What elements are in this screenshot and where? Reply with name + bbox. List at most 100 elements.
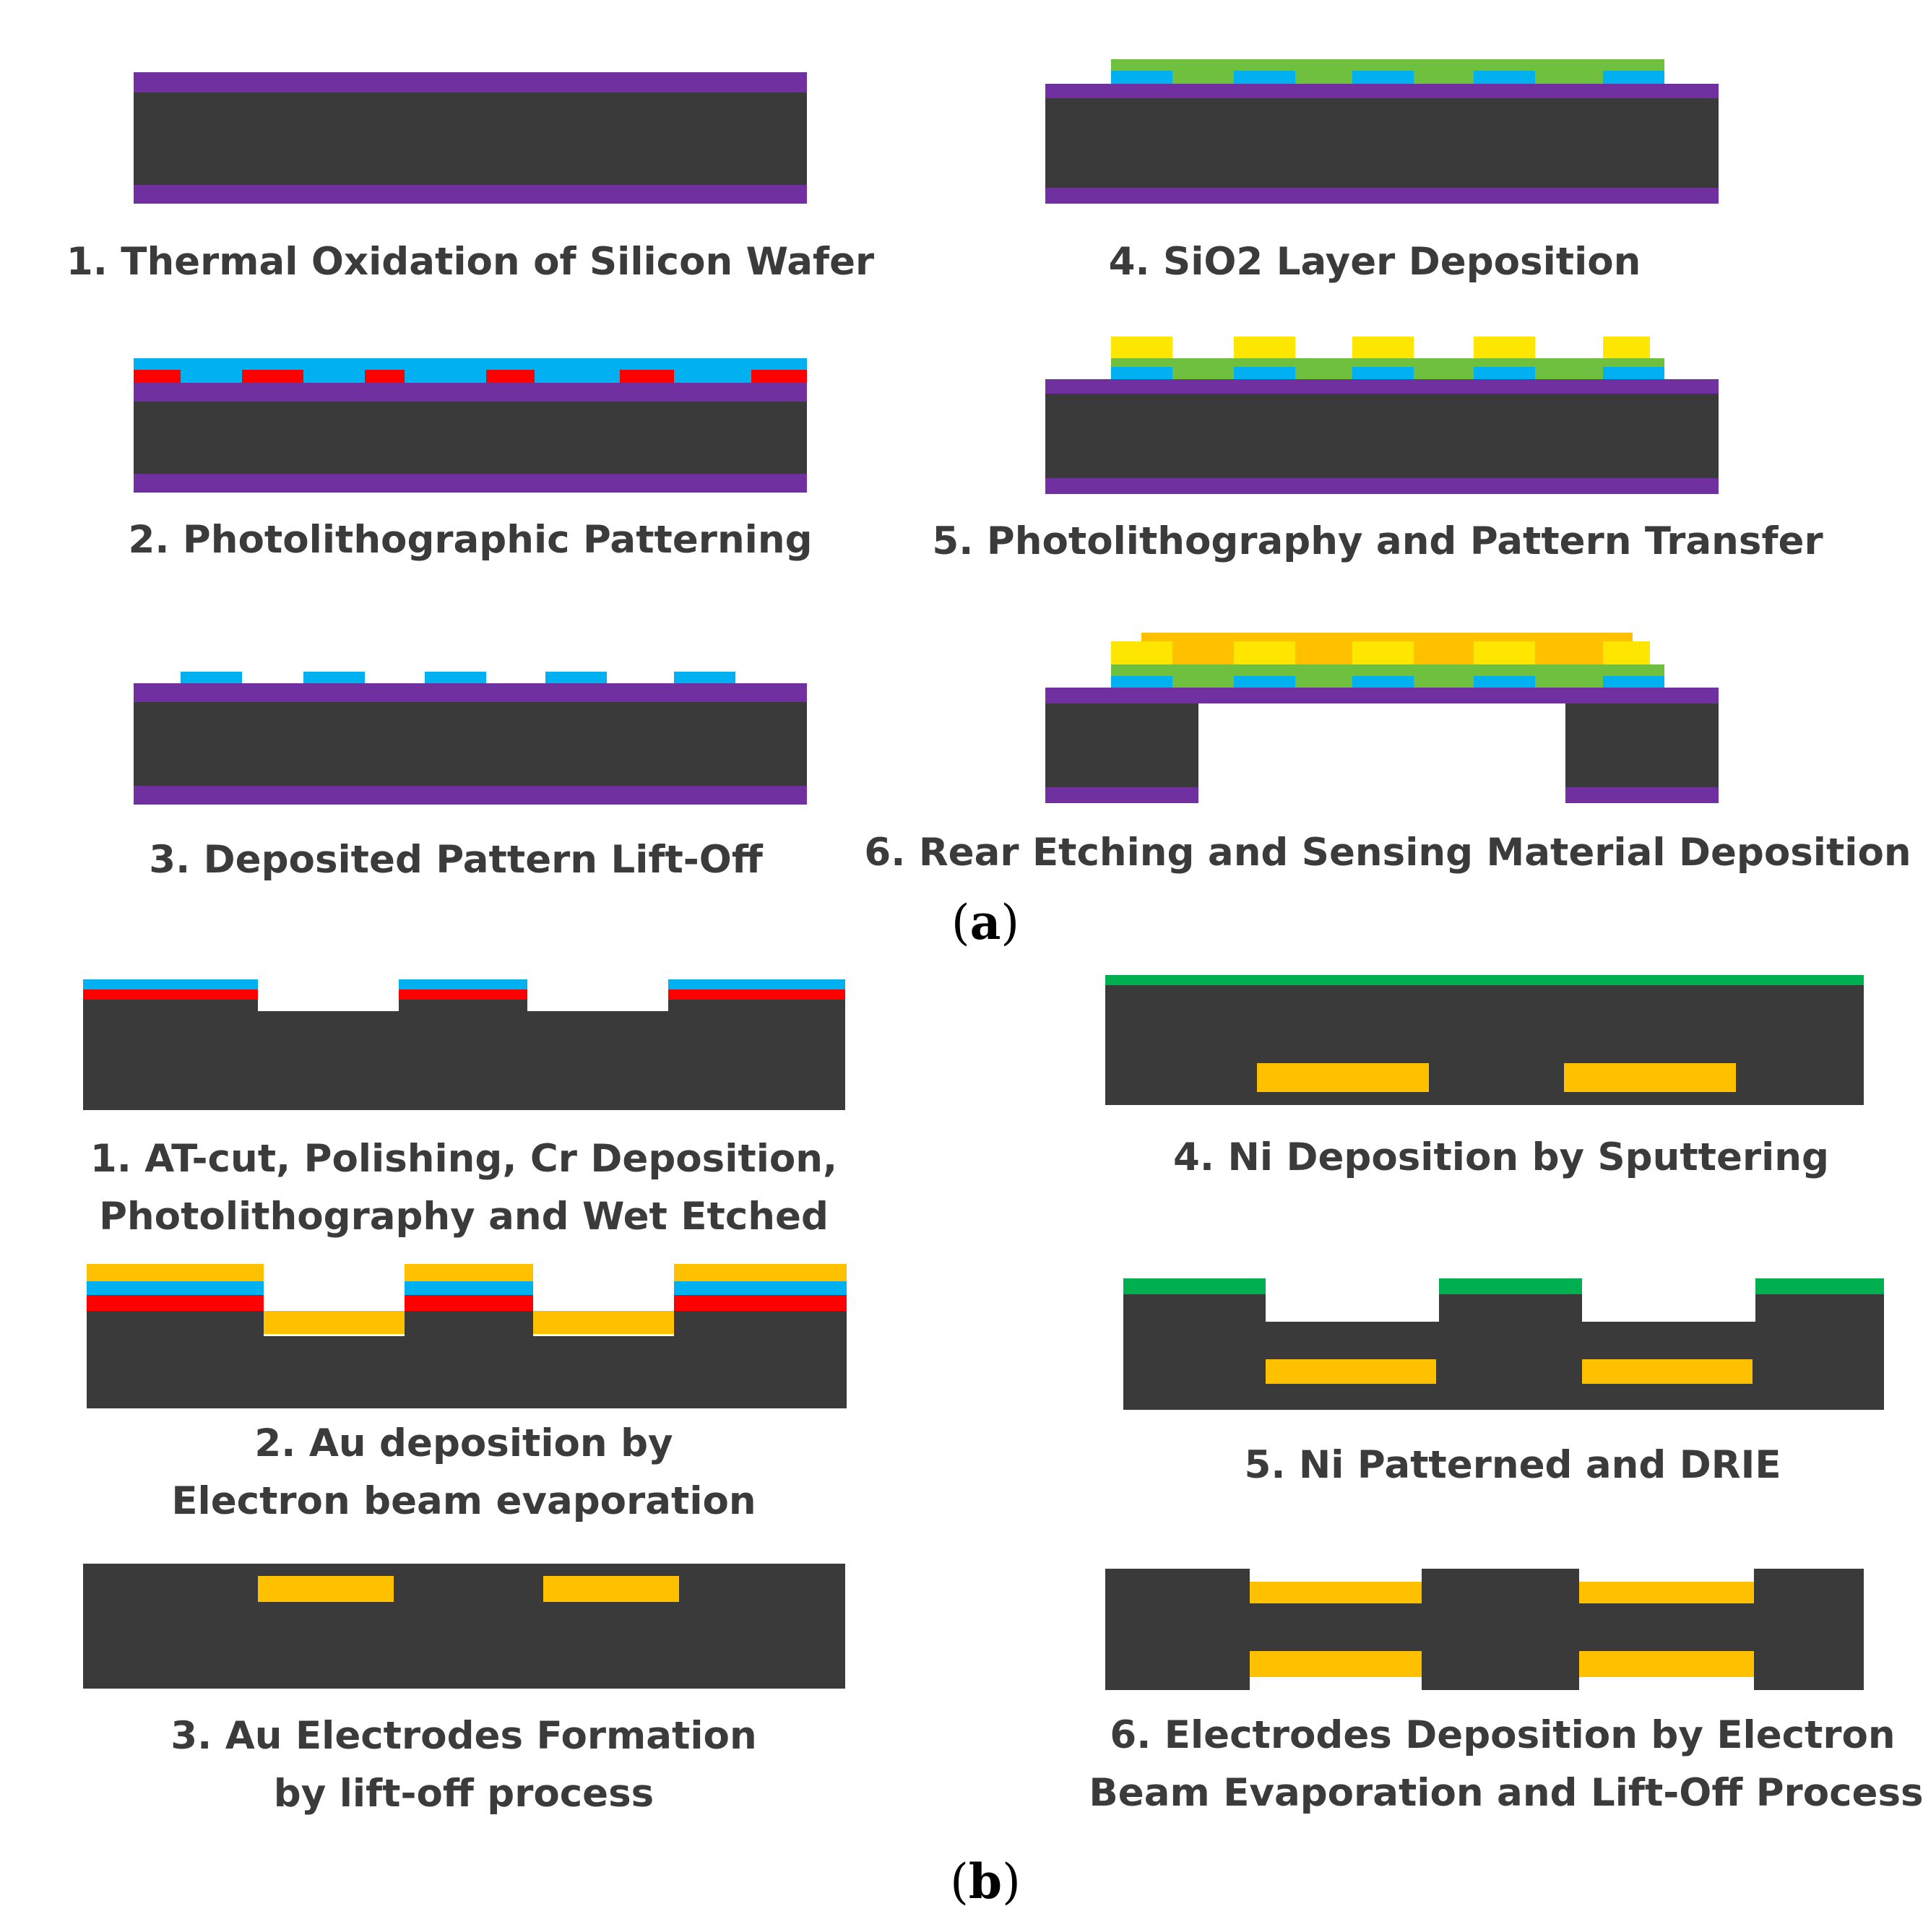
resist-layer xyxy=(83,979,258,989)
pattern-bar xyxy=(674,672,735,683)
quartz-ridge xyxy=(405,1311,533,1336)
au-top-layer xyxy=(674,1264,847,1281)
resist-block xyxy=(1352,641,1414,664)
step-b1-diagram xyxy=(83,979,845,1110)
pattern-bar xyxy=(303,672,365,683)
step-b3-diagram xyxy=(83,1564,845,1689)
step-b6-caption-line2: Beam Evaporation and Lift-Off Process xyxy=(1089,1771,1923,1815)
oxide-bottom xyxy=(134,786,807,805)
silicon-wafer xyxy=(134,72,807,204)
resist-layer xyxy=(399,979,527,989)
pattern-bar xyxy=(1352,367,1414,379)
silicon-pillar xyxy=(1754,1569,1864,1690)
step-a6-diagram xyxy=(1045,633,1719,803)
silicon-wafer xyxy=(134,683,807,805)
au-electrode xyxy=(1266,1359,1436,1384)
au-electrode xyxy=(543,1576,679,1602)
au-in-recess xyxy=(533,1311,674,1334)
oxide-bottom-right xyxy=(1565,787,1719,803)
step-b2-caption-line1: 2. Au deposition by xyxy=(254,1421,673,1465)
oxide-bottom xyxy=(134,474,807,493)
step-a4-diagram xyxy=(1045,59,1719,204)
pattern-bar xyxy=(1603,367,1664,379)
quartz-substrate xyxy=(83,1011,845,1110)
au-in-recess xyxy=(264,1311,405,1334)
pattern-bar xyxy=(1234,676,1295,688)
step-b4-diagram xyxy=(1105,975,1864,1105)
step-a3-caption: 3. Deposited Pattern Lift-Off xyxy=(149,838,764,882)
quartz-substrate xyxy=(83,1564,845,1689)
pattern-bar xyxy=(1111,71,1172,84)
au-top-layer xyxy=(405,1264,533,1281)
step-b2-caption-line2: Electron beam evaporation xyxy=(171,1479,756,1523)
pattern-bar xyxy=(134,370,181,383)
pattern-bar xyxy=(425,672,486,683)
pattern-bar xyxy=(1474,676,1535,688)
pattern-bar xyxy=(1234,71,1295,84)
oxide-top xyxy=(134,72,807,92)
step-b5-diagram xyxy=(1123,1278,1884,1410)
step-b1-caption-line2: Photolithography and Wet Etched xyxy=(99,1195,829,1239)
pattern-bar xyxy=(1234,367,1295,379)
etched-recess xyxy=(527,981,668,1011)
step-a6-caption: 6. Rear Etching and Sensing Material Dep… xyxy=(864,831,1911,875)
silicon-wafer xyxy=(1045,84,1719,204)
resist-layer xyxy=(674,1281,847,1295)
cr-layer xyxy=(405,1295,533,1311)
step-a3-diagram xyxy=(134,672,807,805)
step-b3-caption-line1: 3. Au Electrodes Formation xyxy=(170,1714,756,1758)
resist-layer xyxy=(668,979,845,989)
resist-layer xyxy=(87,1281,264,1295)
resist-block xyxy=(1474,337,1535,358)
resist-block xyxy=(1474,641,1535,664)
step-b6-caption-line1: 6. Electrodes Deposition by Electron xyxy=(1110,1713,1895,1757)
oxide-top xyxy=(134,383,807,402)
pattern-bar xyxy=(1111,676,1172,688)
au-electrode xyxy=(1564,1063,1736,1092)
pattern-bar xyxy=(751,370,807,383)
silicon-pillar xyxy=(1105,1569,1250,1690)
pattern-bar xyxy=(486,370,535,383)
au-electrode xyxy=(258,1576,394,1602)
top-electrode xyxy=(1579,1582,1754,1603)
oxide-bottom-left xyxy=(1045,787,1198,803)
bottom-electrode xyxy=(1250,1651,1422,1677)
pattern-bar xyxy=(1474,71,1535,84)
oxide-bottom xyxy=(1045,478,1719,494)
pattern-bar xyxy=(1603,676,1664,688)
resist-layer xyxy=(405,1281,533,1295)
photoresist-layer xyxy=(134,358,807,383)
step-a2-diagram xyxy=(134,358,807,493)
ni-mask xyxy=(1439,1278,1582,1294)
silicon-wafer xyxy=(1045,379,1719,494)
step-b5-caption: 5. Ni Patterned and DRIE xyxy=(1244,1443,1781,1487)
quartz-substrate xyxy=(87,1336,847,1408)
quartz-ridge xyxy=(668,1000,845,1011)
silicon-pillar xyxy=(1422,1569,1579,1690)
cr-layer xyxy=(399,989,527,1000)
cr-layer xyxy=(87,1295,264,1311)
top-electrode xyxy=(1250,1582,1422,1603)
quartz-ridge xyxy=(87,1311,264,1336)
oxide-bottom xyxy=(134,185,807,204)
cr-layer xyxy=(674,1295,847,1311)
panel-a-label: (a) xyxy=(951,894,1019,950)
pattern-bar xyxy=(1111,367,1172,379)
quartz-ridge xyxy=(399,1000,527,1011)
pattern-bar xyxy=(365,370,405,383)
oxide-bottom xyxy=(1045,188,1719,204)
au-electrode xyxy=(1582,1359,1753,1384)
resist-block xyxy=(1603,337,1650,358)
pattern-bar xyxy=(1603,71,1664,84)
silicon-pillar xyxy=(1439,1278,1582,1410)
step-b1-caption-line1: 1. AT-cut, Polishing, Cr Deposition, xyxy=(90,1137,837,1181)
silicon-pillar xyxy=(1755,1278,1884,1410)
silicon-right-support xyxy=(1565,703,1719,803)
silicon-pillar xyxy=(1123,1278,1266,1410)
resist-block xyxy=(1352,337,1414,358)
pattern-bar xyxy=(545,672,607,683)
cr-layer xyxy=(668,989,845,1000)
step-b3-caption-line2: by lift-off process xyxy=(274,1772,654,1816)
resist-block xyxy=(1234,641,1295,664)
